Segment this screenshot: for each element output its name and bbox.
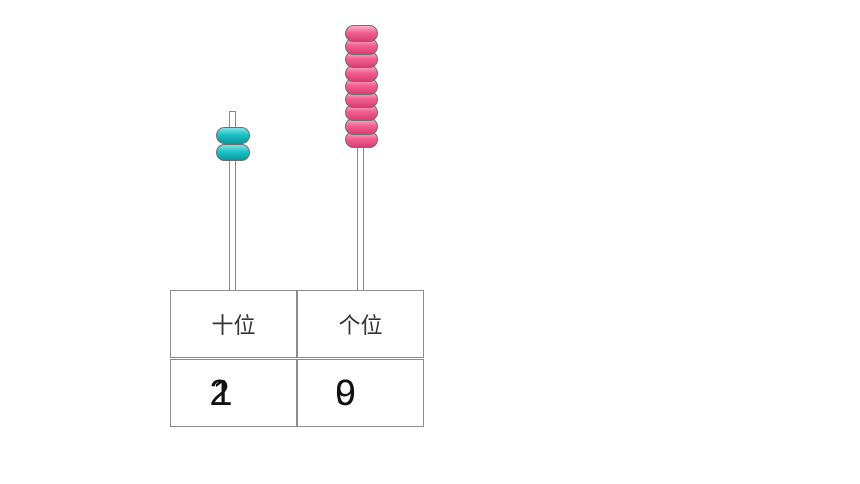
tens-header-cell: 十位 bbox=[170, 290, 297, 358]
tens-bead bbox=[216, 144, 250, 161]
ones-header-cell: 个位 bbox=[297, 290, 424, 358]
ones-value-digit: 0 bbox=[335, 372, 356, 413]
tens-bead bbox=[216, 127, 250, 144]
tens-value-digit: 2 bbox=[209, 372, 230, 413]
ones-value-cell: 0 9 bbox=[297, 359, 424, 427]
ones-rod bbox=[357, 140, 364, 291]
ones-bead bbox=[345, 24, 378, 42]
tens-value-digit-overlay: 1 bbox=[212, 372, 233, 413]
tens-value-cell: 2 1 bbox=[170, 359, 297, 427]
tens-header-label: 十位 bbox=[211, 314, 256, 339]
ones-header-label: 个位 bbox=[338, 314, 383, 339]
ones-value-digit-overlay: 9 bbox=[335, 372, 356, 413]
